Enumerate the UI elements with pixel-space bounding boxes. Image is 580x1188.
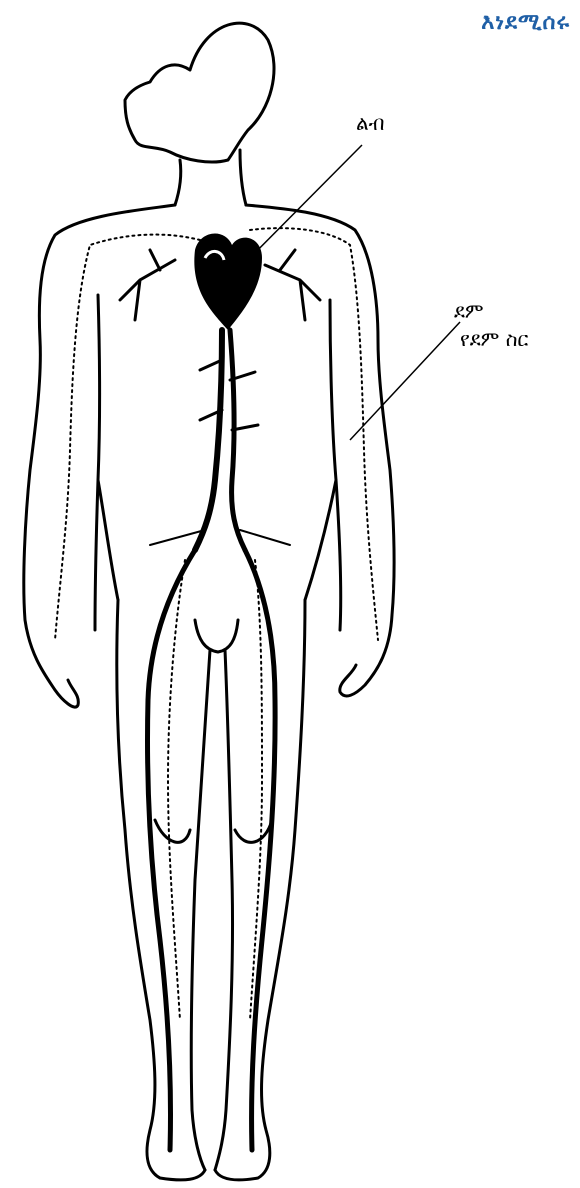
vessel-leader-line [350, 322, 460, 440]
heart-shape [194, 234, 262, 330]
body-outline [24, 23, 394, 1180]
heart-leader-line [238, 145, 362, 270]
leader-lines [238, 145, 460, 440]
